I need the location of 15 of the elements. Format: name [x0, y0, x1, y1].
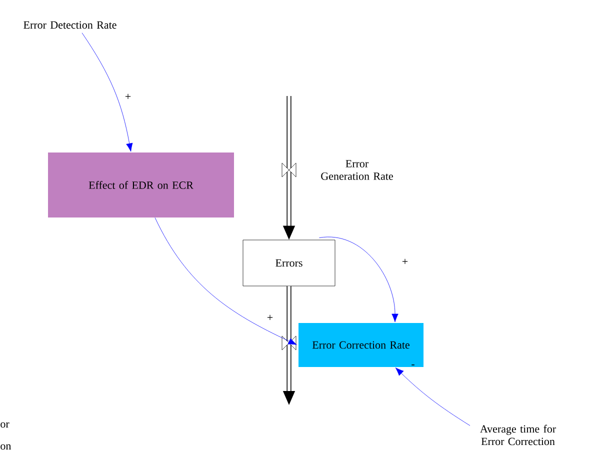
- link-arrow: [82, 32, 133, 152]
- polarity-sign: -: [412, 364, 414, 366]
- polarity-sign: +: [125, 94, 131, 100]
- variable-label: Error Detection Rate: [24, 21, 116, 29]
- clipped-label: or: [0, 422, 10, 428]
- polarity-sign: +: [402, 258, 408, 264]
- link-arrow: [319, 236, 398, 322]
- auxiliary-box: Effect of EDR on ECR: [48, 152, 234, 218]
- link-arrow: [395, 368, 470, 426]
- flow-label: Error Generation Rate: [321, 160, 393, 180]
- clipped-label: on: [0, 444, 12, 450]
- stock-box: Errors: [242, 240, 336, 286]
- variable-label: Average time for Error Correction: [480, 424, 556, 446]
- link-arrow: [154, 218, 297, 345]
- polarity-sign: +: [267, 314, 273, 320]
